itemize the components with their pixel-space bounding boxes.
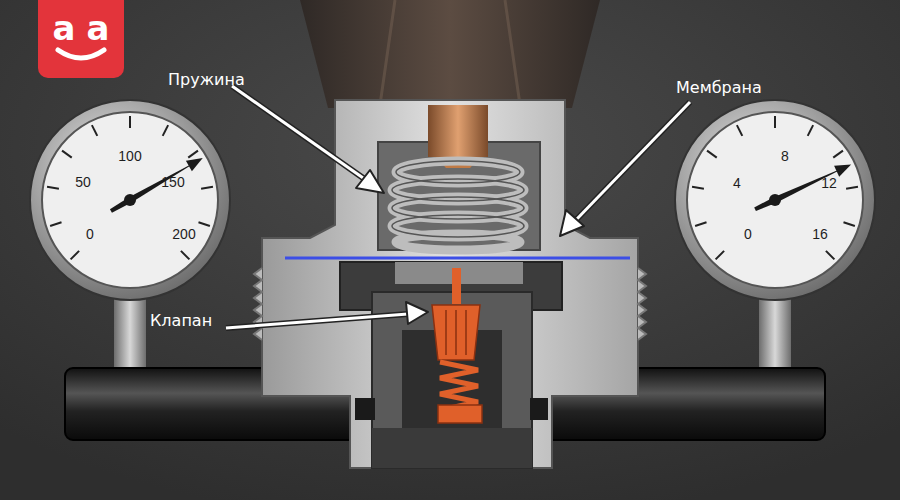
gauge-scale-number: 12 bbox=[821, 176, 837, 190]
gauge-scale-number: 150 bbox=[161, 175, 184, 189]
part-label: Мембрана bbox=[676, 80, 762, 96]
logo-letter: a bbox=[87, 11, 110, 45]
gauge-scale-number: 16 bbox=[812, 227, 828, 241]
gauge-scale-number: 4 bbox=[733, 176, 741, 190]
gauge-scale-number: 8 bbox=[781, 149, 789, 163]
gauge-scale-number: 200 bbox=[172, 227, 195, 241]
gauge-scale-number: 0 bbox=[86, 227, 94, 241]
logo-letter: a bbox=[53, 11, 76, 45]
gauge-scale-number: 0 bbox=[744, 227, 752, 241]
gauge-scale-number: 50 bbox=[75, 175, 91, 189]
gauge-scale-number: 100 bbox=[118, 149, 141, 163]
part-label: Пружина bbox=[168, 72, 245, 88]
part-label: Клапан bbox=[150, 313, 212, 329]
